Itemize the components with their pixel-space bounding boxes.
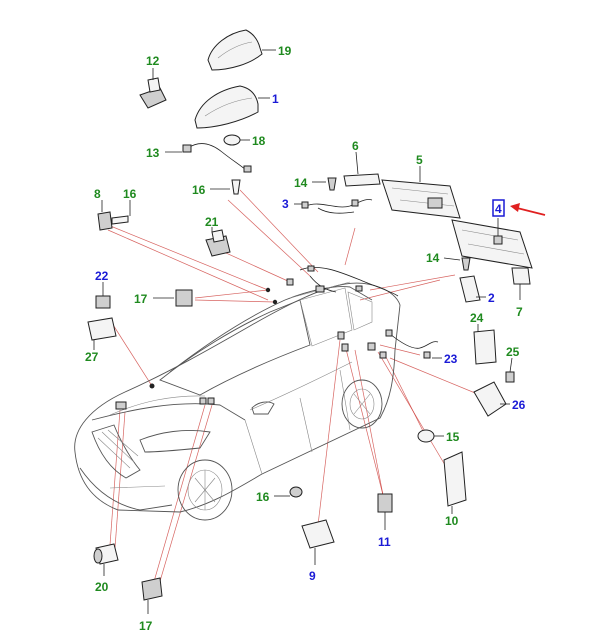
part-17-sensor-lower	[141, 577, 163, 614]
callout-17-upper: 17	[134, 292, 148, 306]
callout-13: 13	[146, 146, 160, 160]
part-14-fastener-right	[443, 257, 471, 271]
part-4-rear-panel	[451, 218, 533, 269]
callout-18: 18	[252, 134, 266, 148]
callout-24: 24	[470, 311, 484, 325]
callout-1: 1	[272, 92, 279, 106]
part-27-module	[87, 317, 117, 350]
part-1-antenna	[194, 85, 270, 129]
part-2-bracket	[459, 275, 486, 303]
part-21-bracket	[205, 227, 231, 257]
part-15-grommet	[417, 429, 444, 443]
callout-2: 2	[488, 291, 495, 305]
part-6-bracket	[343, 151, 381, 187]
part-8-sensor	[97, 200, 113, 231]
part-16-connector-upper	[210, 179, 241, 195]
callout-10: 10	[445, 514, 459, 528]
part-14-fastener-upper	[312, 177, 337, 191]
part-13-cable	[165, 143, 252, 173]
callout-3: 3	[282, 197, 289, 211]
location-dots	[115, 278, 387, 410]
callout-5: 5	[416, 153, 423, 167]
callout-17-lower: 17	[139, 619, 153, 633]
roof-harness	[299, 265, 399, 297]
part-23-harness	[385, 329, 442, 359]
part-19-antenna-cover	[207, 29, 276, 71]
callout-8: 8	[94, 187, 101, 201]
callout-25: 25	[506, 345, 520, 359]
part-24-module	[473, 324, 497, 365]
callout-11: 11	[378, 535, 391, 549]
part-9-bracket	[301, 519, 335, 565]
part-18-grommet	[223, 134, 250, 146]
callout-16-left: 16	[123, 187, 137, 201]
part-16-connector-left	[111, 200, 131, 225]
callout-6: 6	[352, 139, 359, 153]
callout-7: 7	[516, 305, 523, 319]
part-5-panel	[381, 166, 461, 219]
part-25-bolt	[505, 357, 515, 383]
part-11-module	[377, 493, 393, 530]
callout-12: 12	[146, 54, 160, 68]
callout-16-lower: 16	[256, 490, 270, 504]
part-16-connector-lower	[274, 486, 303, 498]
part-7-trim	[511, 267, 531, 300]
part-12-module	[139, 68, 167, 109]
part-26-module	[473, 381, 510, 417]
callout-15: 15	[446, 430, 460, 444]
part-3-harness	[294, 199, 373, 214]
callout-14-upper: 14	[294, 176, 308, 190]
callout-9: 9	[309, 569, 316, 583]
callout-19: 19	[278, 44, 292, 58]
callout-22: 22	[95, 269, 109, 283]
callout-21: 21	[205, 215, 219, 229]
callout-27: 27	[85, 350, 99, 364]
callout-23: 23	[444, 352, 458, 366]
callout-14-right: 14	[426, 251, 440, 265]
callout-26: 26	[512, 398, 526, 412]
part-20-sensor	[93, 543, 119, 576]
callout-16-upper: 16	[192, 183, 206, 197]
part-10-module	[443, 451, 467, 514]
part-22-module	[95, 282, 111, 309]
red-leader-lines	[107, 189, 481, 589]
callout-20: 20	[95, 580, 109, 594]
part-17-sensor-upper	[153, 289, 193, 307]
callout-4: 4	[495, 202, 502, 216]
vehicle-outline	[74, 281, 401, 521]
highlight-box	[492, 199, 505, 217]
red-arrow-icon	[510, 203, 546, 216]
